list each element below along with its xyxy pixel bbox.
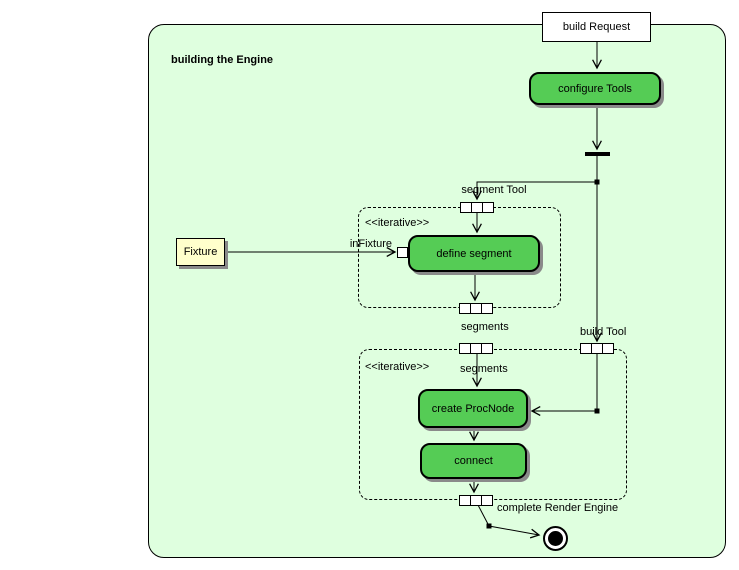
stereotype-label-iterative-2: <<iterative>> — [365, 361, 430, 373]
object-node-build-request[interactable]: build Request — [542, 12, 651, 42]
stereotype-label-iterative-1: <<iterative>> — [365, 217, 430, 229]
define-segment-label: define segment — [436, 247, 512, 260]
expansion-node-build-tool[interactable] — [580, 343, 614, 354]
frame-title: building the Engine — [171, 54, 274, 66]
expansion-node-segments-in[interactable] — [459, 343, 493, 354]
segment-tool-label: segment Tool — [461, 184, 527, 196]
expansion-node-segments-out[interactable] — [459, 303, 493, 314]
activity-final-node-dot — [548, 531, 563, 546]
action-connect[interactable]: connect — [420, 443, 527, 479]
expansion-region-build[interactable] — [359, 349, 627, 500]
activity-final-node[interactable] — [543, 526, 568, 551]
action-define-segment[interactable]: define segment — [408, 235, 540, 272]
segments-upper-label: segments — [461, 321, 509, 333]
in-fixture-label: inFixture — [349, 238, 392, 250]
action-configure-tools[interactable]: configure Tools — [529, 72, 661, 105]
create-procnode-label: create ProcNode — [431, 402, 515, 415]
fork-bar[interactable] — [585, 152, 610, 156]
fixture-label: Fixture — [183, 246, 218, 258]
complete-render-engine-label: complete Render Engine — [497, 502, 619, 514]
expansion-node-complete[interactable] — [459, 495, 493, 506]
expansion-node-segment-tool[interactable] — [460, 202, 494, 213]
segments-lower-label: segments — [460, 363, 508, 375]
object-node-fixture[interactable]: Fixture — [176, 238, 225, 266]
build-request-label: build Request — [562, 21, 631, 33]
build-tool-label: build Tool — [580, 326, 627, 338]
connect-label: connect — [454, 455, 493, 467]
action-create-procnode[interactable]: create ProcNode — [418, 389, 528, 428]
configure-tools-label: configure Tools — [558, 82, 632, 95]
input-pin-infixture[interactable] — [397, 247, 408, 258]
